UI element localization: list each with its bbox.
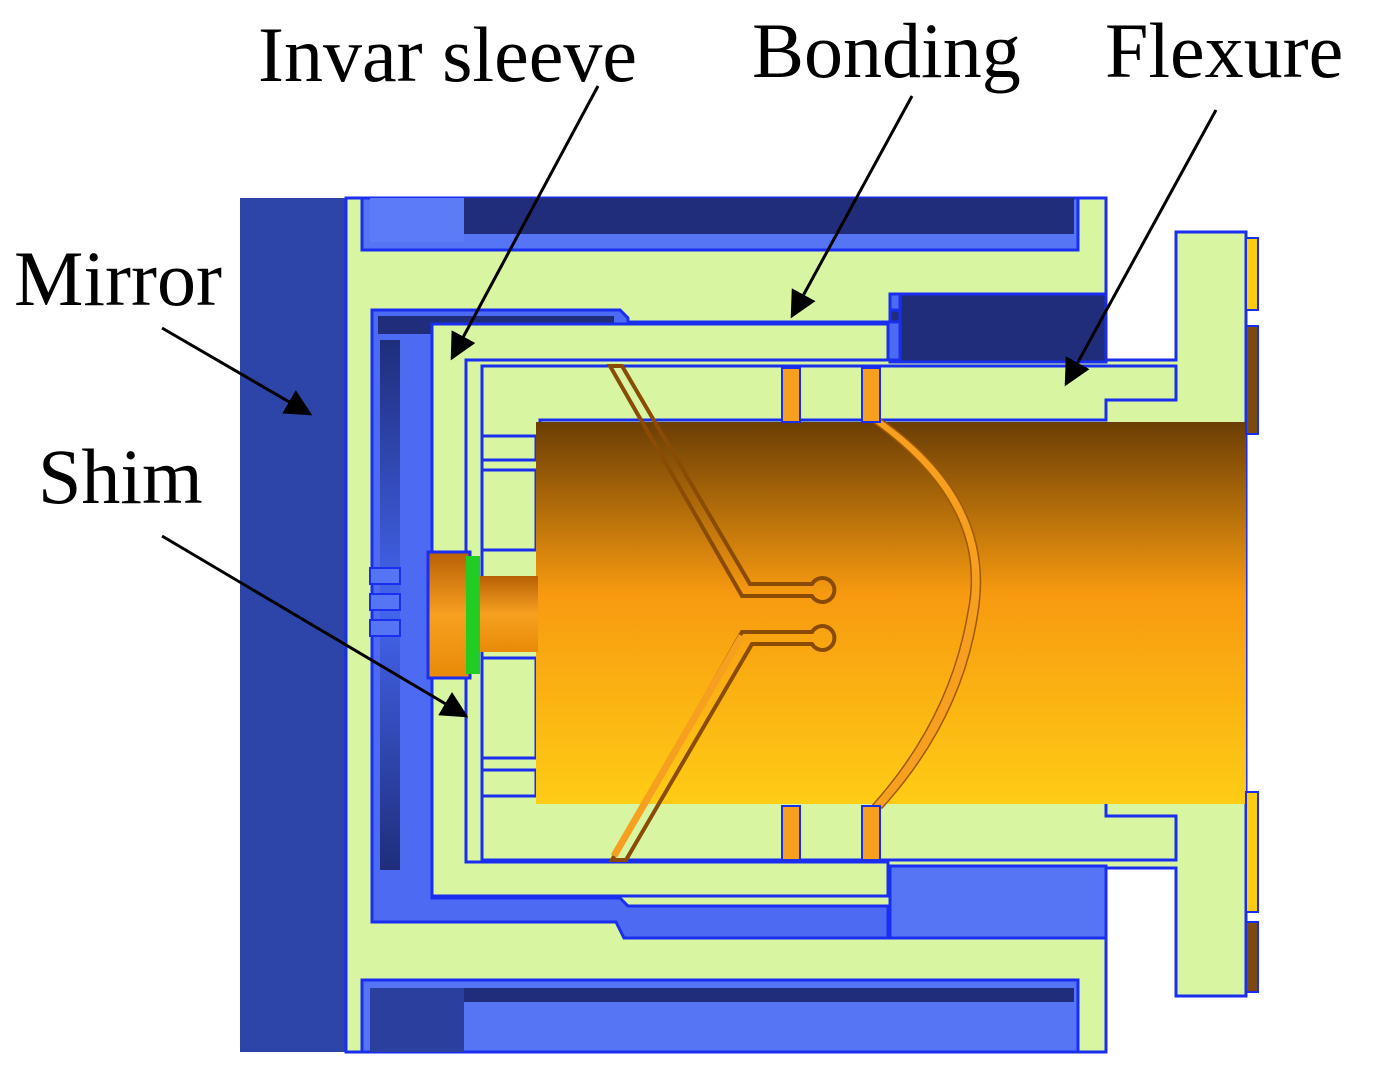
lower-gap	[888, 864, 1108, 940]
notch-3	[369, 619, 401, 637]
top-pocket-dark	[464, 198, 1074, 234]
right-bracket-top-b	[1245, 325, 1259, 435]
flexure-tooth-4	[480, 768, 538, 798]
upper-gap	[888, 292, 1108, 364]
notch-1	[369, 567, 401, 585]
post-top-1	[781, 367, 801, 423]
shim-green	[466, 556, 480, 674]
right-bracket-bottom-b	[1245, 921, 1259, 993]
arrow-invar-sleeve	[450, 85, 600, 361]
invar-sleeve-label: Invar sleeve	[258, 11, 637, 98]
arrow-shim	[161, 534, 469, 718]
bottom-pocket-bar	[464, 988, 1074, 1002]
cylinder-neck	[480, 576, 538, 652]
post-top-2	[861, 367, 881, 423]
mirror-label: Mirror	[14, 235, 222, 322]
top-pocket-light	[370, 198, 464, 242]
orange-cylinder	[536, 422, 1246, 804]
flexure-label: Flexure	[1105, 7, 1344, 94]
bonding-label: Bonding	[752, 7, 1021, 94]
right-bracket-bottom-a	[1245, 791, 1259, 913]
post-bottom-1	[781, 805, 801, 861]
shim-label: Shim	[38, 433, 203, 520]
flexure-leg-lower	[608, 624, 837, 862]
flexure-tooth-1	[480, 434, 538, 462]
right-bracket-top-a	[1245, 237, 1259, 311]
invar-sleeve	[430, 322, 890, 898]
mirror-slab	[240, 198, 346, 1052]
flexure-leg-lower-fill	[610, 634, 746, 858]
bottom-pocket-dark	[370, 988, 464, 1052]
flexure-tooth-2	[480, 468, 538, 552]
notch-2	[369, 593, 401, 611]
flexure-tooth-3	[480, 656, 538, 760]
arrow-mirror	[161, 326, 313, 416]
arrow-flexure	[1064, 109, 1218, 387]
plug	[426, 550, 472, 680]
arrow-bonding	[790, 95, 914, 319]
post-bottom-2	[861, 805, 881, 861]
flexure-leg-upper	[606, 364, 837, 604]
